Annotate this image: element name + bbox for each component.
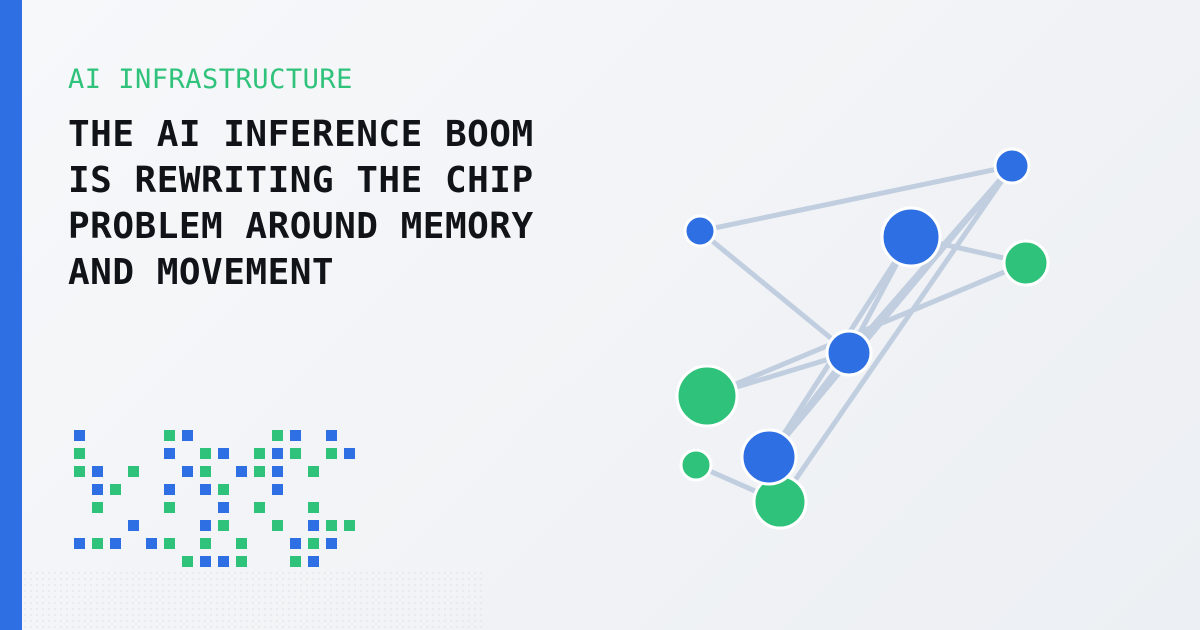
pixel-square-blue xyxy=(182,466,193,477)
pixel-square-green xyxy=(326,520,337,531)
graph-node-blue xyxy=(683,214,717,248)
pixel-square-blue xyxy=(272,448,283,459)
pixel-square-blue xyxy=(326,430,337,441)
pixel-square-blue xyxy=(92,484,103,495)
pixel-square-blue xyxy=(308,556,319,567)
headline-line: THE AI INFERENCE BOOM xyxy=(68,114,534,155)
pixel-square-green xyxy=(254,466,265,477)
headline-line: IS REWRITING THE CHIP xyxy=(68,160,534,201)
graph-node-blue xyxy=(825,329,873,377)
pixel-square-blue xyxy=(182,430,193,441)
pixel-square-green xyxy=(290,556,301,567)
pixel-square-green xyxy=(200,466,211,477)
pixel-square-blue xyxy=(110,538,121,549)
pixel-square-green xyxy=(110,484,121,495)
pixel-square-green xyxy=(74,466,85,477)
pixel-square-green xyxy=(92,538,103,549)
pixel-square-blue xyxy=(92,466,103,477)
pixel-square-green xyxy=(182,556,193,567)
pixel-square-blue xyxy=(74,430,85,441)
pixel-square-blue xyxy=(272,484,283,495)
pixel-square-green xyxy=(128,466,139,477)
pixel-square-blue xyxy=(200,520,211,531)
pixel-square-blue xyxy=(146,538,157,549)
graph-node-blue xyxy=(740,428,798,486)
pixel-square-green xyxy=(344,520,355,531)
headline: THE AI INFERENCE BOOM IS REWRITING THE C… xyxy=(68,112,588,296)
pixel-square-green xyxy=(74,448,85,459)
pixel-square-green xyxy=(164,430,175,441)
graph-edge xyxy=(704,260,1029,399)
graph-nodes xyxy=(675,147,1050,530)
headline-line: PROBLEM AROUND MEMORY xyxy=(68,206,534,247)
pixel-square-green xyxy=(218,484,229,495)
section-kicker: AI INFRASTRUCTURE xyxy=(68,64,353,95)
pixel-square-green xyxy=(290,448,301,459)
pixel-square-green xyxy=(236,538,247,549)
pixel-square-green xyxy=(308,502,319,513)
pixel-square-blue xyxy=(164,448,175,459)
headline-line: AND MOVEMENT xyxy=(68,252,335,293)
graph-edge xyxy=(697,228,852,356)
pixel-square-blue xyxy=(326,538,337,549)
pixel-square-blue xyxy=(164,484,175,495)
pixel-square-green xyxy=(272,430,283,441)
accent-bar xyxy=(0,0,22,630)
pixel-square-green xyxy=(254,448,265,459)
graph-edge xyxy=(697,163,1015,234)
pixel-square-blue xyxy=(218,448,229,459)
pixel-square-green xyxy=(200,448,211,459)
graph-node-green xyxy=(679,448,713,482)
pixel-square-green xyxy=(236,556,247,567)
pixel-square-green xyxy=(308,466,319,477)
graph-node-blue xyxy=(880,206,942,268)
graph-node-green xyxy=(675,364,739,428)
pixel-square-blue xyxy=(200,556,211,567)
graph-node-blue xyxy=(993,147,1031,185)
pixel-square-blue xyxy=(290,538,301,549)
pixel-square-blue xyxy=(218,556,229,567)
pixel-square-green xyxy=(92,502,103,513)
pixel-square-green xyxy=(218,520,229,531)
pixel-square-green xyxy=(164,538,175,549)
pixel-square-green xyxy=(308,538,319,549)
pixel-square-blue xyxy=(218,502,229,513)
pixel-square-green xyxy=(164,502,175,513)
pixel-square-blue xyxy=(74,538,85,549)
graph-node-green xyxy=(1002,239,1050,287)
pixel-square-blue xyxy=(272,466,283,477)
pixel-square-blue xyxy=(344,448,355,459)
pixel-square-green xyxy=(200,538,211,549)
pixel-square-blue xyxy=(308,520,319,531)
pixel-square-green xyxy=(326,448,337,459)
pixel-square-green xyxy=(254,502,265,513)
pixel-square-blue xyxy=(290,430,301,441)
pixel-square-blue xyxy=(200,484,211,495)
graph-edge xyxy=(777,163,1015,505)
pixel-square-blue xyxy=(236,466,247,477)
dot-texture xyxy=(22,570,482,630)
pixel-square-blue xyxy=(128,520,139,531)
pixel-square-green xyxy=(272,520,283,531)
